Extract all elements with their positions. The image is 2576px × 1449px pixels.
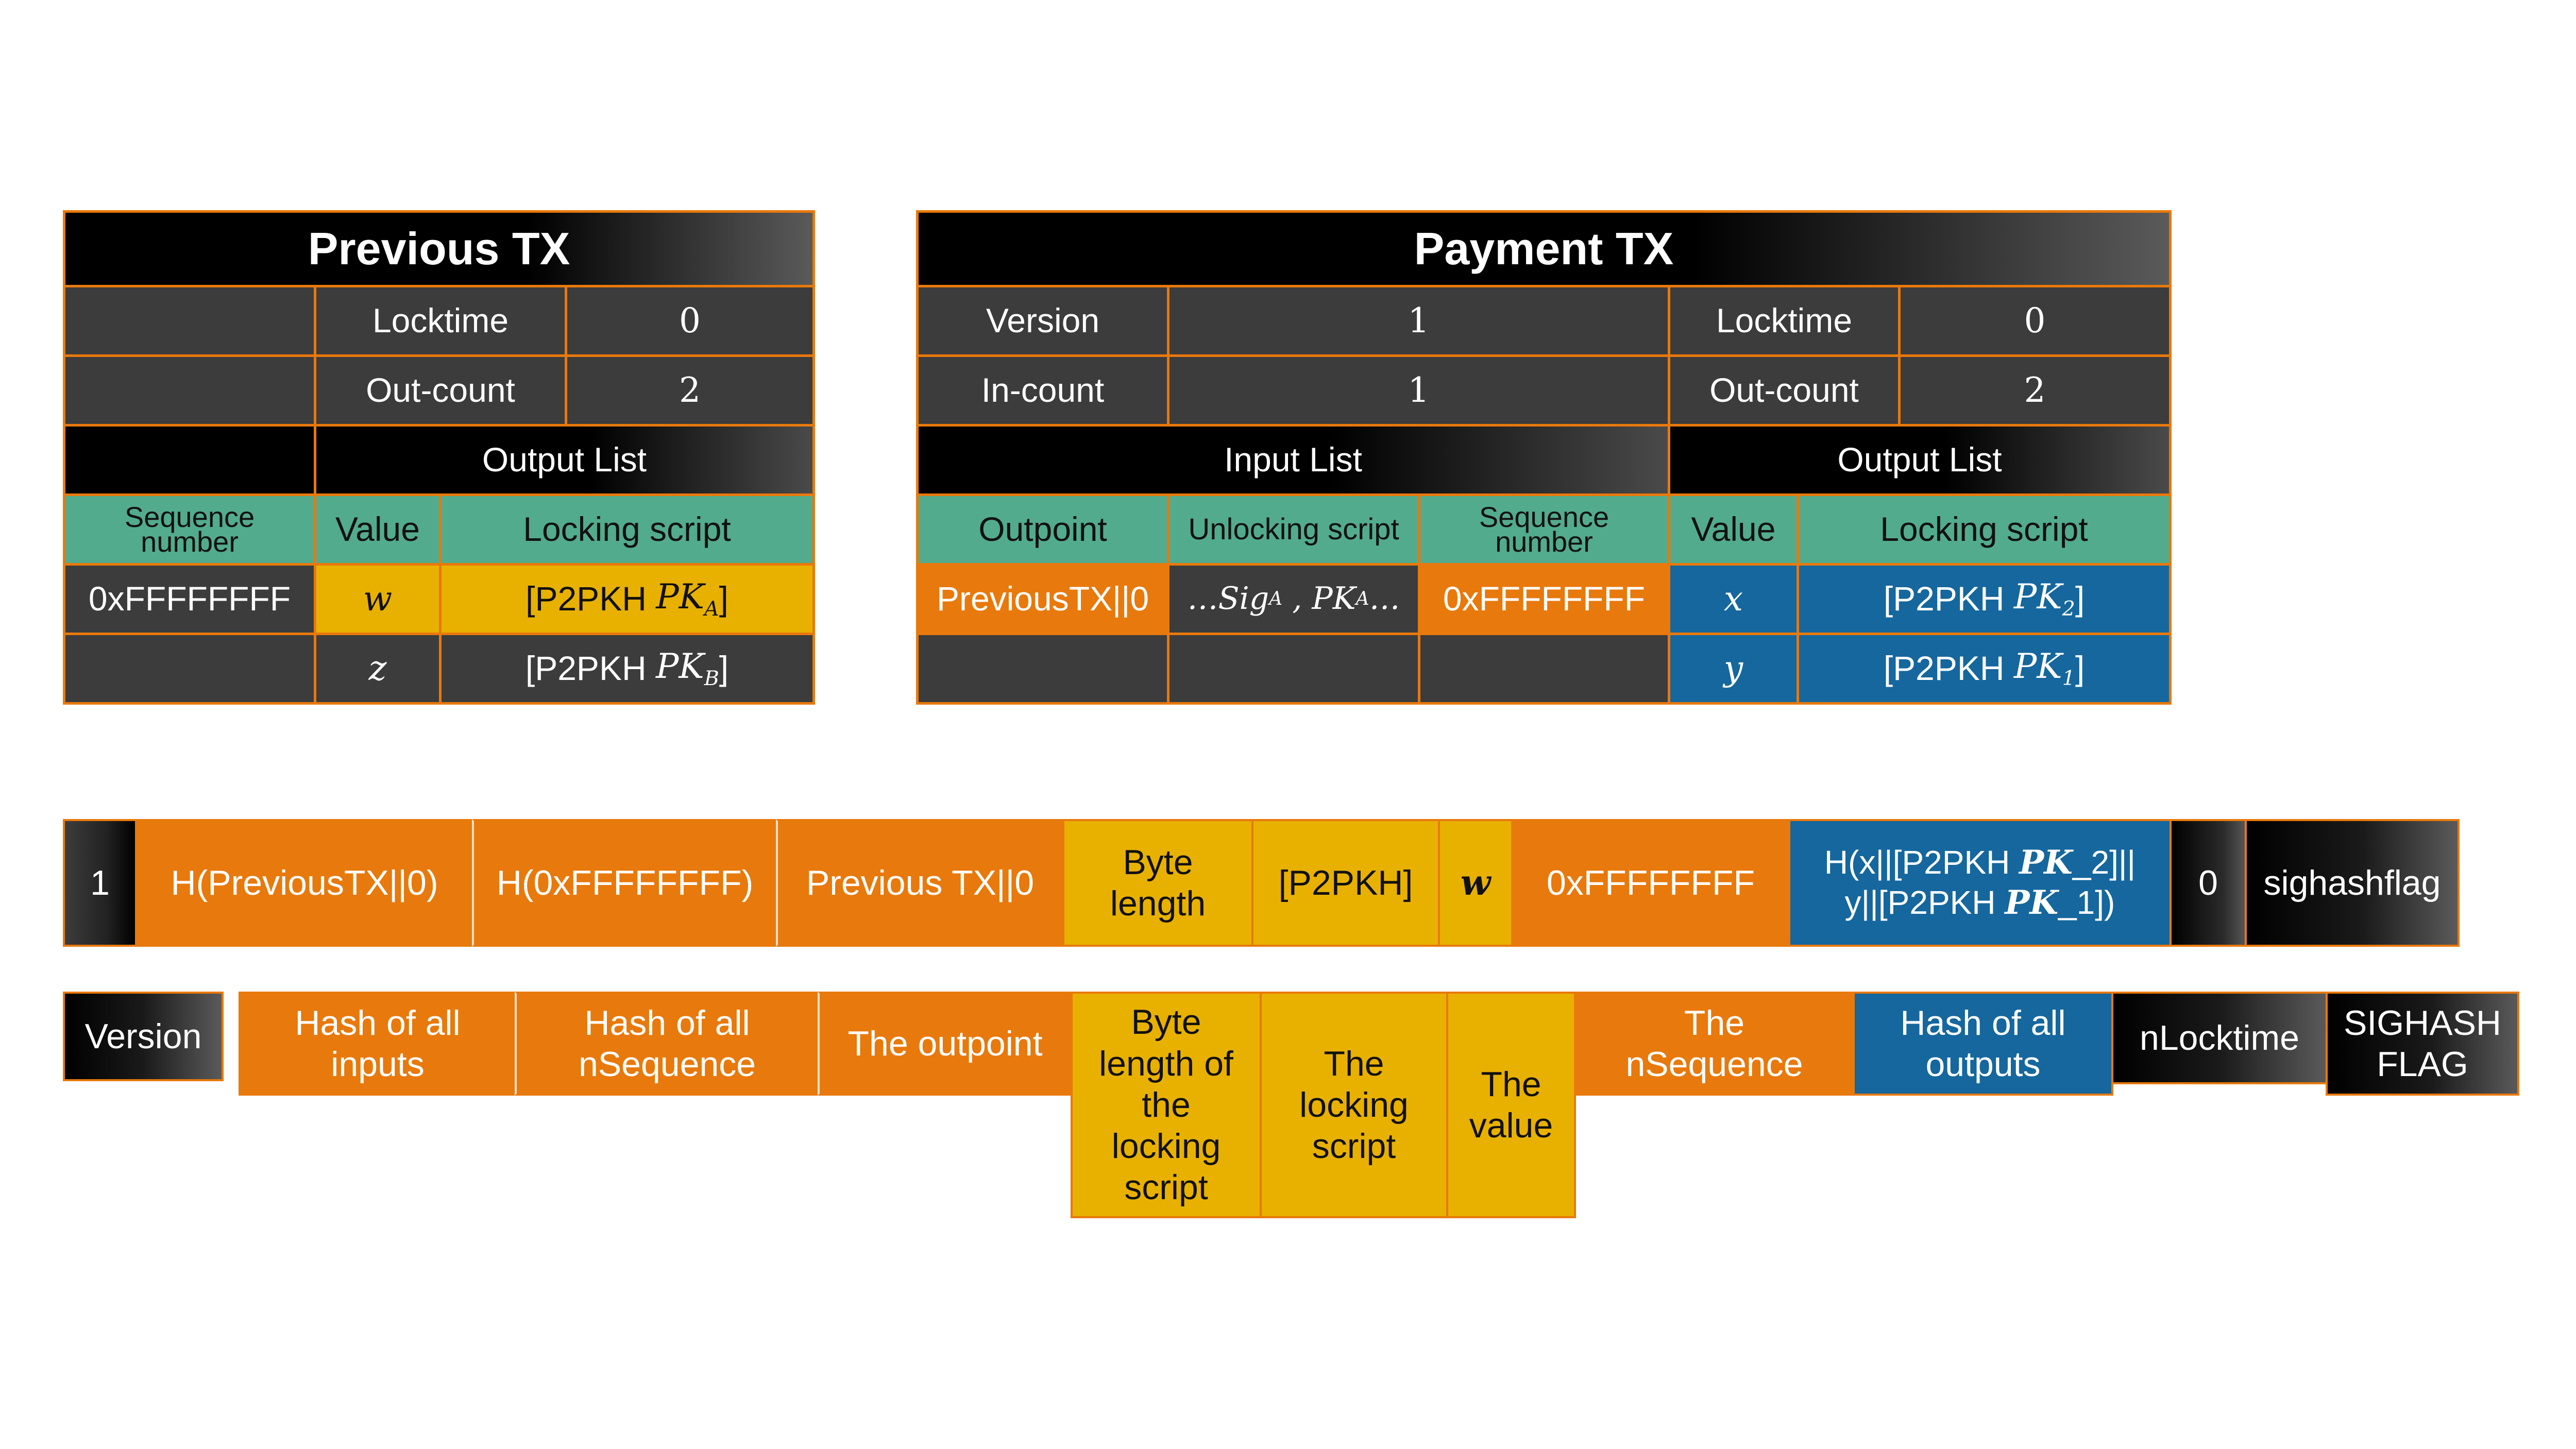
previous-tx-outcount-label: Out-count (314, 354, 567, 427)
preimage-nsequence: 0xFFFFFFFF (1511, 819, 1790, 947)
pubkey-text: PK (2005, 883, 2059, 922)
payment-tx-title: Payment TX (916, 210, 2172, 287)
pubkey: PK1 (2014, 647, 2075, 690)
pubkey-text: PK (2013, 576, 2062, 617)
payment-tx-incount-value: 1 (1167, 354, 1670, 427)
legend-value: The value (1446, 992, 1576, 1218)
payment-tx-row1-locking: [P2PKH PK2] (1797, 563, 2172, 635)
payment-tx-row1-sequence: 0xFFFFFFFF (1418, 563, 1670, 635)
legend-nlocktime: nLocktime (2111, 992, 2328, 1084)
previous-tx-row2-value: z (314, 633, 442, 705)
hash-outputs-text: H(x||[P2PKH (1824, 844, 2020, 881)
previous-tx-locktime-value: 0 (565, 285, 815, 357)
previous-tx-col-value: Value (314, 493, 442, 566)
previous-tx-row2-locking: [P2PKH PKB] (439, 633, 815, 705)
payment-tx-locktime-value: 0 (1898, 285, 2172, 357)
hash-outputs-line-2: y||[P2PKH PK_1]) (1845, 883, 2115, 923)
previous-tx-empty-cell (63, 424, 316, 496)
previous-tx-locktime-label: Locktime (314, 285, 567, 357)
previous-tx-col-locking: Locking script (439, 493, 815, 566)
pubkey-text: PK (656, 576, 704, 617)
hash-outputs-text: _2]|| (2072, 844, 2136, 881)
legend-locking-script: The locking script (1260, 992, 1448, 1218)
legend-outpoint: The outpoint (818, 992, 1073, 1096)
payment-tx-version-value: 1 (1167, 285, 1670, 357)
locking-suffix: ] (2075, 649, 2085, 688)
payment-tx-row2-value: y (1668, 633, 1799, 705)
legend-nsequence: The nSequence (1574, 992, 1855, 1096)
pubkey-text: , PK (1282, 581, 1356, 617)
pubkey-text: PK (655, 646, 704, 686)
preimage-hash-prevouts: H(PreviousTX||0) (135, 819, 474, 947)
preimage-sighash-flag: sighashflag (2245, 819, 2460, 947)
pubkey: PKB (656, 647, 719, 690)
hash-outputs-text: y||[P2PKH (1844, 884, 2005, 921)
previous-tx-row1-locking: [P2PKH PKA] (439, 563, 815, 635)
payment-tx-col-sequence: Sequence number (1418, 493, 1670, 566)
pubkey-sub: A (704, 596, 719, 621)
legend-hash-inputs: Hash of all inputs (239, 992, 517, 1096)
signature-sub: A (1269, 588, 1283, 609)
payment-tx-empty-cell (1167, 633, 1420, 705)
legend-hash-nsequence: Hash of all nSequence (515, 992, 820, 1096)
pubkey-sub: 2 (2062, 596, 2075, 621)
locking-prefix: [P2PKH (525, 649, 656, 688)
hash-outputs-text: _1]) (2058, 884, 2115, 921)
payment-tx-empty-cell (916, 633, 1170, 705)
legend-version: Version (63, 992, 224, 1081)
pubkey-text: PK (2019, 843, 2073, 882)
preimage-hash-outputs: H(x||[P2PKH PK_2]|| y||[P2PKH PK_1]) (1788, 819, 2172, 947)
previous-tx-row1-value: w (314, 563, 442, 635)
payment-tx-col-value: Value (1668, 493, 1799, 566)
payment-tx-version-label: Version (916, 285, 1170, 357)
pubkey-sub: B (704, 666, 719, 690)
hash-outputs-line-1: H(x||[P2PKH PK_2]|| (1824, 843, 2136, 883)
payment-tx-incount-label: In-count (916, 354, 1170, 427)
previous-tx-empty-cell (63, 633, 316, 705)
legend-sighash-flag: SIGHASH FLAG (2326, 992, 2519, 1096)
locking-prefix: [P2PKH (1883, 649, 2014, 688)
pubkey: PKA (656, 576, 719, 621)
payment-tx-outcount-value: 2 (1898, 354, 2172, 427)
preimage-version: 1 (63, 819, 137, 947)
payment-tx-row2-locking: [P2PKH PK1] (1797, 633, 2172, 705)
signature-text: …Sig (1187, 581, 1269, 617)
pubkey: PK2 (2013, 576, 2075, 621)
payment-tx-row1-outpoint: PreviousTX||0 (916, 563, 1170, 635)
previous-tx-outcount-value: 2 (565, 354, 815, 427)
previous-tx-title: Previous TX (63, 210, 815, 287)
pubkey-text: PK (2013, 646, 2062, 686)
preimage-amount: w (1438, 819, 1513, 947)
preimage-script-length: Byte length (1062, 819, 1253, 947)
locking-suffix: ] (719, 649, 729, 688)
locking-prefix: [P2PKH (1883, 579, 2014, 618)
preimage-outpoint: Previous TX||0 (776, 819, 1064, 947)
preimage-hash-sequence: H(0xFFFFFFFF) (472, 819, 778, 947)
preimage-script-code: [P2PKH] (1251, 819, 1440, 947)
payment-tx-col-locking: Locking script (1797, 493, 2172, 566)
legend-byte-length: Byte length of the locking script (1071, 992, 1262, 1218)
previous-tx-row1-sequence: 0xFFFFFFFF (63, 563, 316, 635)
locking-prefix: [P2PKH (526, 579, 656, 618)
locking-suffix: ] (719, 579, 728, 618)
payment-tx-input-list-label: Input List (916, 424, 1670, 496)
payment-tx-empty-cell (1418, 633, 1670, 705)
legend-hash-outputs: Hash of all outputs (1853, 992, 2113, 1096)
payment-tx-outcount-label: Out-count (1668, 354, 1901, 427)
previous-tx-empty-cell (63, 285, 316, 357)
payment-tx-col-outpoint: Outpoint (916, 493, 1170, 566)
payment-tx-locktime-label: Locktime (1668, 285, 1901, 357)
payment-tx-row1-value: x (1668, 563, 1799, 635)
previous-tx-col-sequence: Sequence number (63, 493, 316, 566)
previous-tx-output-list-label: Output List (314, 424, 815, 496)
ellipsis: … (1369, 581, 1400, 617)
previous-tx-empty-cell (63, 354, 316, 427)
pubkey-sub: 1 (2062, 666, 2075, 690)
preimage-locktime: 0 (2170, 819, 2247, 947)
payment-tx-col-unlocking: Unlocking script (1167, 493, 1420, 566)
locking-suffix: ] (2075, 579, 2085, 618)
payment-tx-output-list-label: Output List (1668, 424, 2172, 496)
pubkey-sub: A (1355, 588, 1369, 609)
